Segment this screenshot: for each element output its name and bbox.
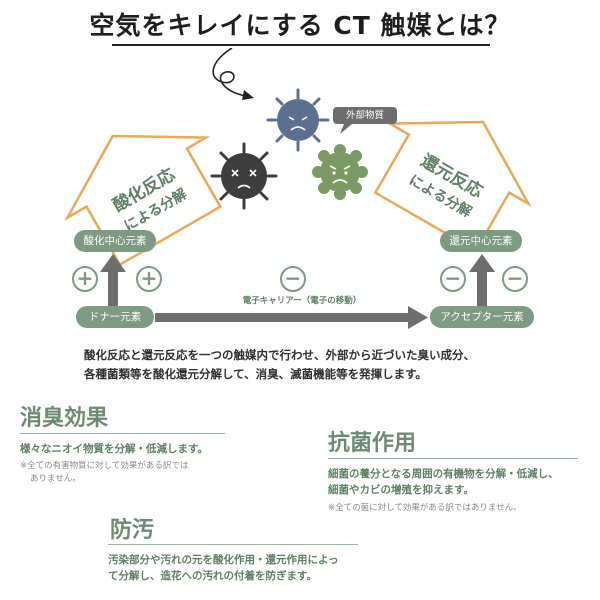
deodorize-note-2: ありません。 <box>30 474 81 484</box>
right-up-arrow <box>469 254 495 308</box>
reduction-center-label: 還元中心元素 <box>440 230 522 252</box>
antibacterial-body-2: 細菌やカビの増殖を抑えます。 <box>328 484 474 496</box>
antifouling-rule <box>108 544 358 545</box>
plus-icon: + <box>136 266 162 292</box>
plus-icon: + <box>72 266 98 292</box>
electron-carrier-label: 電子キャリアー（電子の移動） <box>242 296 362 306</box>
antifouling-body-2: て分解し、造花への汚れの付着を防ぎます。 <box>108 570 317 582</box>
minus-icon: − <box>502 266 528 292</box>
deodorize-rule <box>20 433 225 434</box>
antibacterial-note: ※全ての菌に対して効果がある訳ではありません。 <box>328 503 522 513</box>
external-substance-bubble: 外部物質 <box>333 107 397 124</box>
left-up-arrow <box>100 254 126 308</box>
description: 酸化反応と還元反応を一つの触媒内で行わせ、外部から近づいた臭い成分、 各種菌類等… <box>84 346 554 384</box>
dark-germ-icon <box>210 142 278 210</box>
antifouling-body-1: 汚染部分や汚れの元を酸化作用・還元作用によっ <box>108 554 339 566</box>
deodorize-body: 様々なニオイ物質を分解・低減します。 <box>20 443 208 455</box>
deodorize-title: 消臭効果 <box>20 406 109 431</box>
minus-icon: − <box>440 266 466 292</box>
deodorize-note-1: ※全ての有害物質に対して効果がある訳では <box>20 461 189 471</box>
antibacterial-rule <box>328 458 578 459</box>
description-line-1: 酸化反応と還元反応を一つの触媒内で行わせ、外部から近づいた臭い成分、 <box>84 348 475 362</box>
reduction-arrow: 還元反応 による分解 <box>373 120 532 253</box>
curly-arrow-icon <box>212 48 254 100</box>
acceptor-element-label: アクセプター元素 <box>430 306 534 328</box>
donor-element-label: ドナー元素 <box>76 306 154 328</box>
oxidation-center-label: 酸化中心元素 <box>74 230 156 252</box>
green-germ-icon <box>312 144 368 200</box>
title-underline <box>112 44 490 46</box>
antifouling-title: 防汚 <box>110 518 155 543</box>
description-line-2: 各種菌類等を酸化還元分解して、消臭、滅菌機能等を発揮します。 <box>84 367 427 381</box>
page-title: 空気をキレイにする CT 触媒とは？ <box>89 11 511 40</box>
antibacterial-body-1: 細菌の養分となる周囲の有機物を分解・低減し、 <box>328 468 559 480</box>
minus-icon: − <box>280 266 306 292</box>
ct-catalyst-diagram: 酸化反応 による分解 還元反応 による分解 <box>0 48 600 348</box>
antibacterial-title: 抗菌作用 <box>328 431 417 456</box>
blue-germ-icon <box>266 88 330 152</box>
electron-carrier-arrow <box>155 306 428 329</box>
